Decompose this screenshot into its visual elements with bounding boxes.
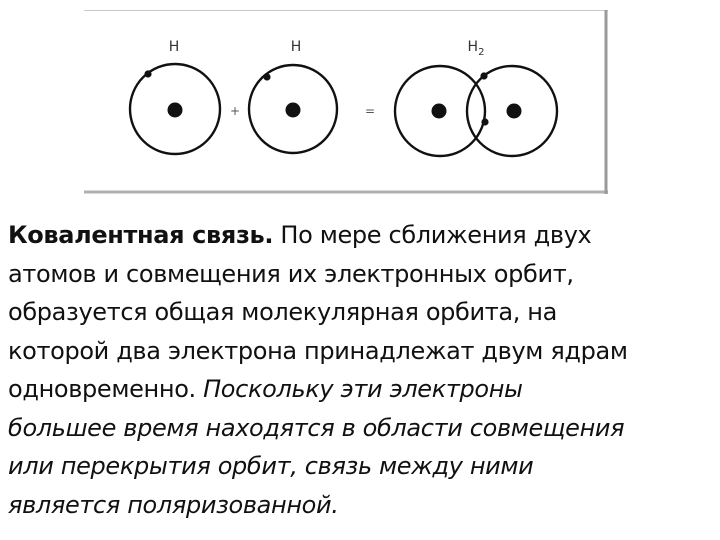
- covalent-bond-caption: Ковалентная связь. По мере сближения дву…: [8, 216, 714, 524]
- atom-1-nucleus: [167, 102, 183, 118]
- atom-2-label: H: [291, 39, 302, 55]
- caption-line-7: или перекрытия орбит, связь между ними: [8, 452, 534, 480]
- caption-line-6: большее время находятся в области совмещ…: [8, 413, 625, 442]
- caption-line-1-rest: По мере сближения двух: [273, 221, 592, 249]
- atom-2-nucleus: [285, 102, 301, 118]
- caption-line-4: которой два электрона принадлежат двум я…: [8, 336, 628, 365]
- caption-line-5: одновременно. Поскольку эти электроны: [8, 370, 714, 409]
- atom-1-electron: [144, 70, 152, 78]
- caption-line-5-plain: одновременно.: [8, 375, 204, 403]
- molecule-left-nucleus: [431, 103, 447, 119]
- molecule-shared-electron-top: [480, 72, 488, 80]
- caption-line-2: атомов и совмещения их электронных орбит…: [8, 259, 574, 288]
- covalent-bond-diagram: H + H = H2: [84, 10, 608, 194]
- caption-line-1: Ковалентная связь. По мере сближения дву…: [8, 216, 714, 255]
- molecule-label: H2: [468, 39, 485, 58]
- atom-2-electron: [263, 73, 271, 81]
- molecule-left-orbit: [393, 64, 487, 158]
- molecule-right-orbit: [465, 64, 559, 158]
- atom-1-orbit: [128, 62, 222, 156]
- plus-sign: +: [230, 104, 240, 118]
- molecule-shared-electron-bottom: [481, 118, 489, 126]
- atom-1-label: H: [169, 39, 180, 55]
- caption-line-8: является поляризованной.: [8, 490, 339, 519]
- caption-line-3: образуется общая молекулярная орбита, на: [8, 298, 557, 326]
- molecule-right-nucleus: [506, 103, 522, 119]
- covalent-bond-figure: H + H = H2: [84, 10, 608, 200]
- caption-line-5-italic: Поскольку эти электроны: [203, 375, 523, 403]
- equals-sign: =: [365, 104, 375, 118]
- caption-term: Ковалентная связь.: [8, 221, 274, 249]
- atom-2-orbit: [247, 63, 339, 155]
